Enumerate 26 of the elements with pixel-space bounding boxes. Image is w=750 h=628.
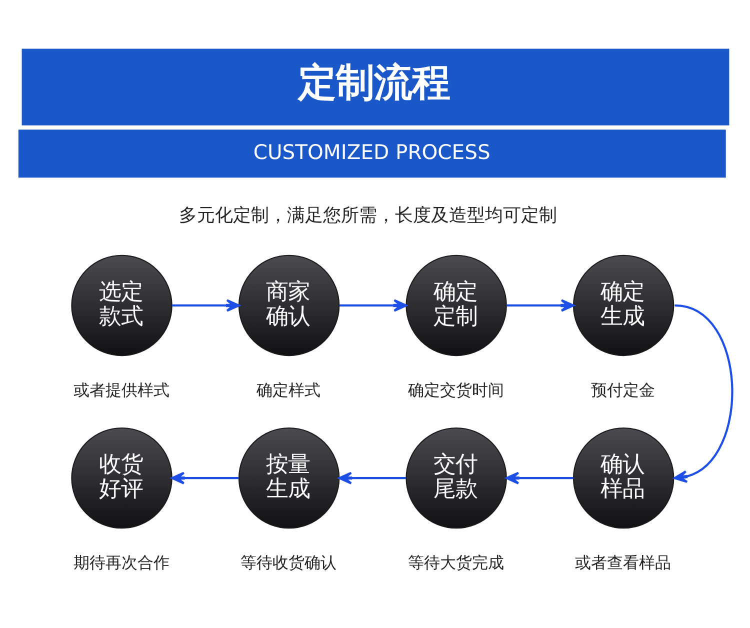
node-circle: 商家确认 [238, 254, 340, 356]
label: CUSTOMIZED PROCESS [252, 140, 490, 164]
node-circle: 确认样品 [572, 427, 674, 529]
node-circle: 选定款式 [70, 254, 172, 356]
arrow [506, 299, 574, 312]
node-label: 确定交货时间 [407, 380, 504, 400]
arrow [170, 472, 238, 484]
node-label: 等待大货完成 [407, 553, 504, 572]
arrow [505, 472, 573, 484]
label: 多元化定制，满足您所需，长度及造型均可定制 [178, 204, 556, 226]
node-label: 等待收货确认 [240, 553, 336, 572]
diagram-title: 定制流程 [298, 60, 450, 106]
node-label: 或者提供样式 [72, 380, 169, 400]
node-circle: 交付尾款 [405, 427, 506, 529]
node-label: 确定样式 [256, 380, 320, 400]
arrow [338, 299, 407, 312]
node-label: 期待再次合作 [72, 553, 169, 572]
arrow [673, 304, 733, 483]
node-circle: 确定定制 [405, 254, 506, 356]
node-label: 或者查看样品 [574, 553, 671, 572]
arrow [172, 299, 240, 312]
arrow [338, 472, 406, 484]
node-circle: 确定生成 [572, 254, 674, 356]
node-circle: 收货好评 [70, 427, 172, 529]
node-circle: 按量生成 [238, 427, 340, 529]
node-label: 预付定金 [590, 380, 655, 400]
